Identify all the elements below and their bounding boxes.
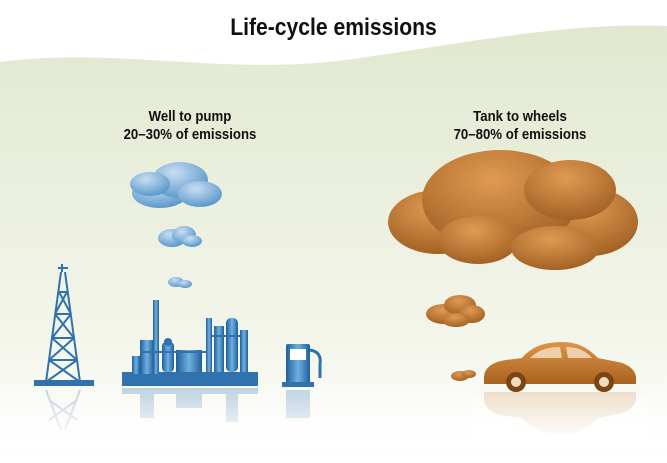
tank-to-wheels-name: Tank to wheels (473, 108, 567, 125)
derrick-base (34, 380, 94, 386)
tank-to-wheels-label: Tank to wheels 70–80% of emissions (414, 108, 625, 144)
car (484, 342, 636, 392)
oil-derrick (45, 264, 81, 383)
blue-cloud-large (130, 162, 222, 208)
tank-to-wheels-share: 70–80% of emissions (453, 126, 587, 143)
blue-cloud-medium (158, 226, 202, 247)
well-to-pump-label: Well to pump 20–30% of emissions (84, 108, 295, 144)
brown-cloud-small (451, 370, 476, 381)
refinery (122, 300, 258, 386)
brown-cloud-large (388, 150, 638, 270)
brown-cloud-medium (426, 295, 485, 327)
page-title: Life-cycle emissions (230, 14, 437, 41)
car-reflection-fade (470, 392, 650, 442)
well-to-pump-name: Well to pump (148, 108, 232, 125)
well-to-pump-share: 20–30% of emissions (123, 126, 257, 143)
blue-cloud-small (168, 277, 192, 288)
fuel-pump (282, 344, 322, 387)
